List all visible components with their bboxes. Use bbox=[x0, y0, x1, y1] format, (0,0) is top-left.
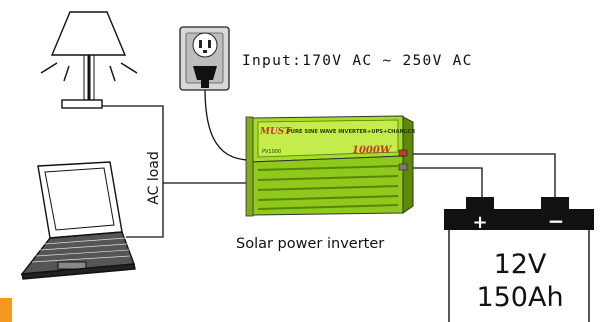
wall-socket-icon bbox=[179, 26, 230, 91]
wires bbox=[101, 87, 556, 238]
ac-load-label: AC load bbox=[146, 151, 162, 204]
battery-capacity: 150Ah bbox=[476, 282, 563, 313]
battery-voltage: 12V bbox=[494, 249, 547, 280]
input-voltage-label: Input:170V AC ~ 250V AC bbox=[242, 53, 473, 69]
input-plug-wire bbox=[204, 87, 251, 161]
inverter-power: 1000W bbox=[352, 145, 393, 156]
corner-marker bbox=[0, 298, 12, 322]
positive-battery-wire bbox=[404, 167, 483, 205]
inverter-caption: Solar power inverter bbox=[236, 236, 384, 252]
inverter-brand: MUST bbox=[259, 127, 292, 137]
solar-inverter: MUST PURE SINE WAVE INVERTER+UPS+CHARGER… bbox=[245, 115, 415, 217]
battery: + − 12V 150Ah bbox=[444, 197, 594, 322]
negative-battery-wire bbox=[404, 153, 556, 205]
inverter-title: PURE SINE WAVE INVERTER+UPS+CHARGER bbox=[287, 129, 415, 135]
battery-plus-symbol: + bbox=[472, 212, 487, 233]
lamp-wire bbox=[101, 105, 164, 238]
battery-minus-symbol: − bbox=[548, 209, 565, 233]
inverter-model: PV1000 bbox=[262, 149, 281, 155]
laptop-icon bbox=[20, 161, 136, 280]
lamp-icon bbox=[40, 11, 138, 109]
